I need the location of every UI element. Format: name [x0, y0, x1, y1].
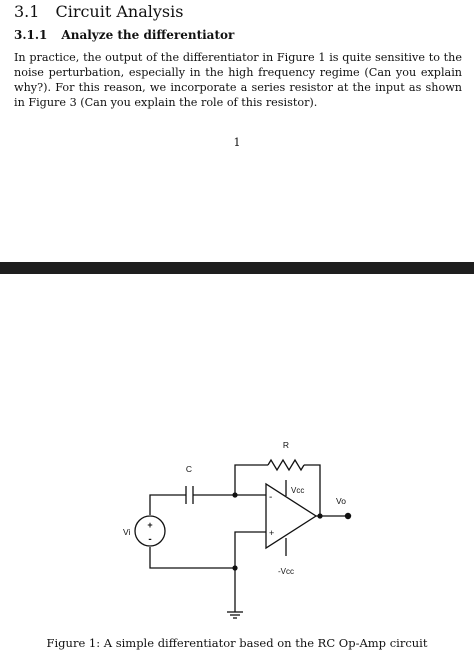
- resistor-zigzag: [267, 458, 305, 472]
- wire-feedback-right: [304, 464, 321, 516]
- source-minus-sign: -: [148, 534, 151, 545]
- noninverting-input-label: +: [269, 528, 274, 538]
- differentiator-circuit-diagram: R C Vcc -Vcc Vo Vi - + + -: [123, 440, 352, 619]
- figure-caption: Figure 1: A simple differentiator based …: [46, 636, 428, 650]
- inverting-input-label: -: [269, 492, 272, 503]
- section-number: 3.1: [14, 2, 40, 21]
- subsection-title: Analyze the differentiator: [61, 28, 235, 42]
- input-label: Vi: [123, 527, 131, 537]
- negative-supply-label: -Vcc: [278, 567, 294, 576]
- section-title: Circuit Analysis: [55, 2, 184, 21]
- junction-dot: [232, 565, 238, 571]
- output-label: Vo: [336, 496, 346, 506]
- capacitor-label: C: [186, 464, 192, 474]
- resistor-label: R: [283, 440, 289, 450]
- section-heading: 3.1 Circuit Analysis: [14, 2, 183, 21]
- positive-supply-label: Vcc: [291, 486, 304, 495]
- junction-dot: [317, 513, 323, 519]
- page-number: 1: [233, 136, 241, 149]
- page-divider: [0, 262, 474, 274]
- subsection-number: 3.1.1: [14, 28, 48, 42]
- wire-noninverting: [234, 531, 266, 612]
- op-amp-triangle: [265, 482, 318, 550]
- wire-feedback-left: [234, 464, 268, 495]
- body-paragraph: In practice, the output of the different…: [14, 51, 462, 109]
- junction-dot: [232, 492, 238, 498]
- subsection-heading: 3.1.1 Analyze the differentiator: [14, 28, 234, 42]
- document-page-bottom: [0, 274, 474, 667]
- output-terminal-dot: [344, 512, 352, 520]
- document-page-top: 3.1 Circuit Analysis 3.1.1 Analyze the dif…: [0, 0, 474, 262]
- wire-source-to-ground: [149, 547, 235, 569]
- wire-source-to-capacitor: [149, 494, 186, 515]
- source-plus-sign: +: [147, 520, 152, 530]
- voltage-source: [134, 515, 166, 547]
